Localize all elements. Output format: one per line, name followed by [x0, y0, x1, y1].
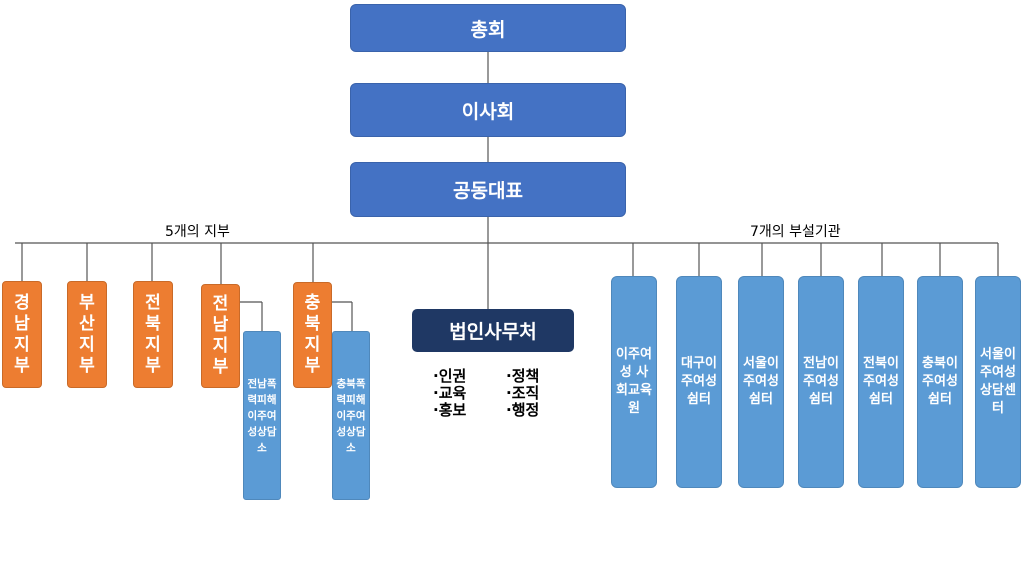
corporate-office-box: 법인사무처: [412, 309, 574, 352]
duty-education: ·교육: [433, 384, 467, 402]
institution-education-center: 이주여성 사회교육원: [611, 276, 657, 488]
institution-seoul-counseling-center: 서울이주여성상담센터: [975, 276, 1021, 488]
branch-chungbuk: 충북지부: [293, 282, 332, 388]
duty-organization: ·조직: [506, 384, 540, 402]
institutions-label: 7개의 부설기관: [750, 224, 841, 240]
branches-label: 5개의 지부: [165, 224, 230, 240]
co-representatives-box: 공동대표: [350, 162, 626, 217]
jeonnam-counseling-center: 전남폭력피해이주여성상담소: [243, 331, 281, 500]
duty-publicity: ·홍보: [433, 401, 467, 419]
branch-jeonbuk: 전북지부: [133, 281, 173, 388]
institution-chungbuk-shelter: 충북이주여성쉼터: [917, 276, 963, 488]
duty-human-rights: ·인권: [433, 367, 467, 385]
branch-busan: 부산지부: [67, 281, 107, 388]
institution-jeonbuk-shelter: 전북이주여성쉼터: [858, 276, 904, 488]
general-assembly-box: 총회: [350, 4, 626, 52]
institution-daegu-shelter: 대구이주여성쉼터: [676, 276, 722, 488]
institution-seoul-shelter: 서울이주여성쉼터: [738, 276, 784, 488]
duty-policy: ·정책: [506, 367, 540, 385]
chungbuk-counseling-center: 충북폭력피해이주여성상담소: [332, 331, 370, 500]
branch-jeonnam: 전남지부: [201, 284, 240, 388]
institution-jeonnam-shelter: 전남이주여성쉼터: [798, 276, 844, 488]
duty-administration: ·행정: [506, 401, 540, 419]
branch-gyeongnam: 경남지부: [2, 281, 42, 388]
board-of-directors-box: 이사회: [350, 83, 626, 137]
